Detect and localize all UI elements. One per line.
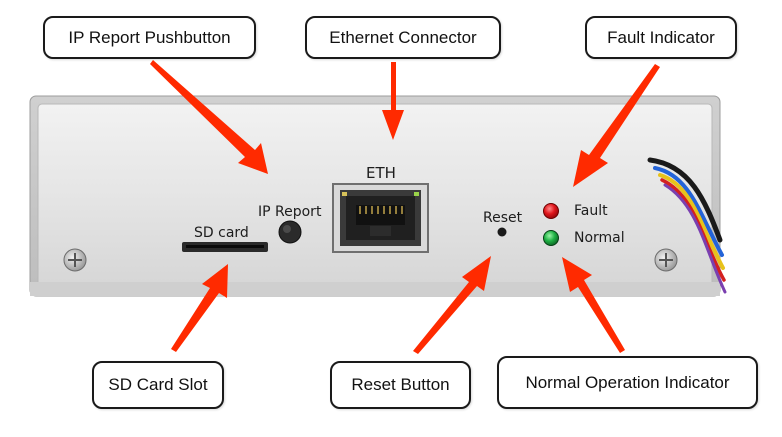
screw-right: [654, 248, 678, 272]
arrow-ethernet: [382, 62, 404, 140]
ip-report-button[interactable]: [278, 220, 302, 244]
cable-bundle: [647, 157, 727, 294]
screw-left: [63, 248, 87, 272]
fault-led: [543, 203, 559, 219]
normal-label: Normal: [574, 230, 625, 246]
reset-label: Reset: [483, 210, 523, 226]
sd-card-slot: [182, 242, 268, 252]
ethernet-port[interactable]: [332, 183, 429, 253]
arrow-sd-card: [171, 264, 228, 352]
callout-ethernet-connector: Ethernet Connector: [305, 16, 501, 59]
pointer-arrows: [150, 60, 660, 354]
callout-fault-indicator: Fault Indicator: [585, 16, 737, 59]
callout-ip-report-pushbutton: IP Report Pushbutton: [43, 16, 256, 59]
ip-report-label: IP Report: [258, 204, 322, 220]
arrow-fault: [573, 64, 660, 187]
callout-reset-button: Reset Button: [330, 361, 471, 409]
arrow-reset: [413, 256, 491, 354]
eth-label: ETH: [366, 164, 396, 182]
fault-label: Fault: [574, 203, 608, 219]
callout-sd-card-slot: SD Card Slot: [92, 361, 224, 409]
sd-card-label: SD card: [194, 225, 249, 241]
reset-button[interactable]: [497, 227, 507, 237]
arrow-normal: [562, 257, 625, 353]
arrow-ip-report: [150, 60, 268, 174]
normal-led: [543, 230, 559, 246]
callout-normal-operation-indicator: Normal Operation Indicator: [497, 356, 758, 409]
